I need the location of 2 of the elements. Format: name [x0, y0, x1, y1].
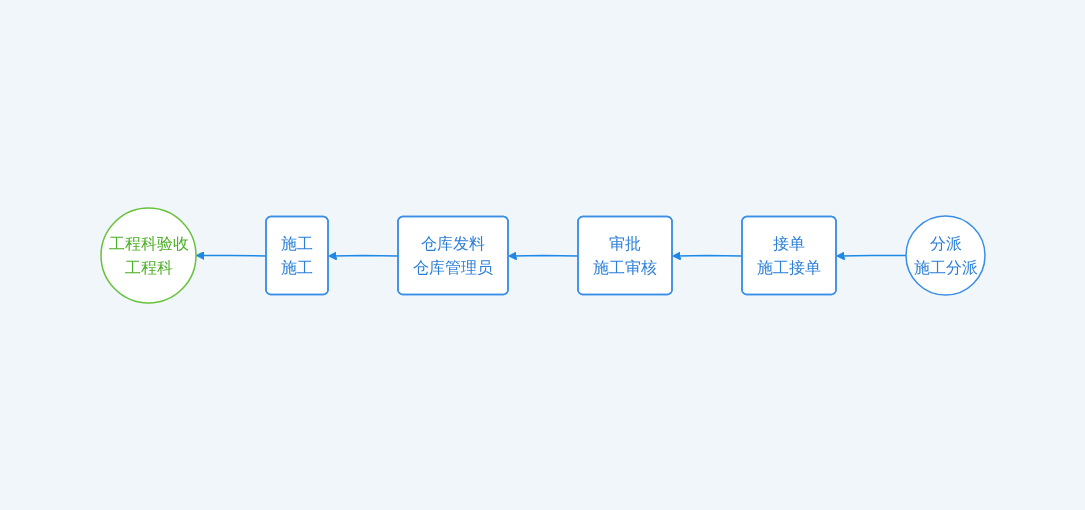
node-circle: 工程科验收 工程科 — [99, 206, 197, 304]
node-circle: 分派 施工分派 — [904, 214, 986, 296]
